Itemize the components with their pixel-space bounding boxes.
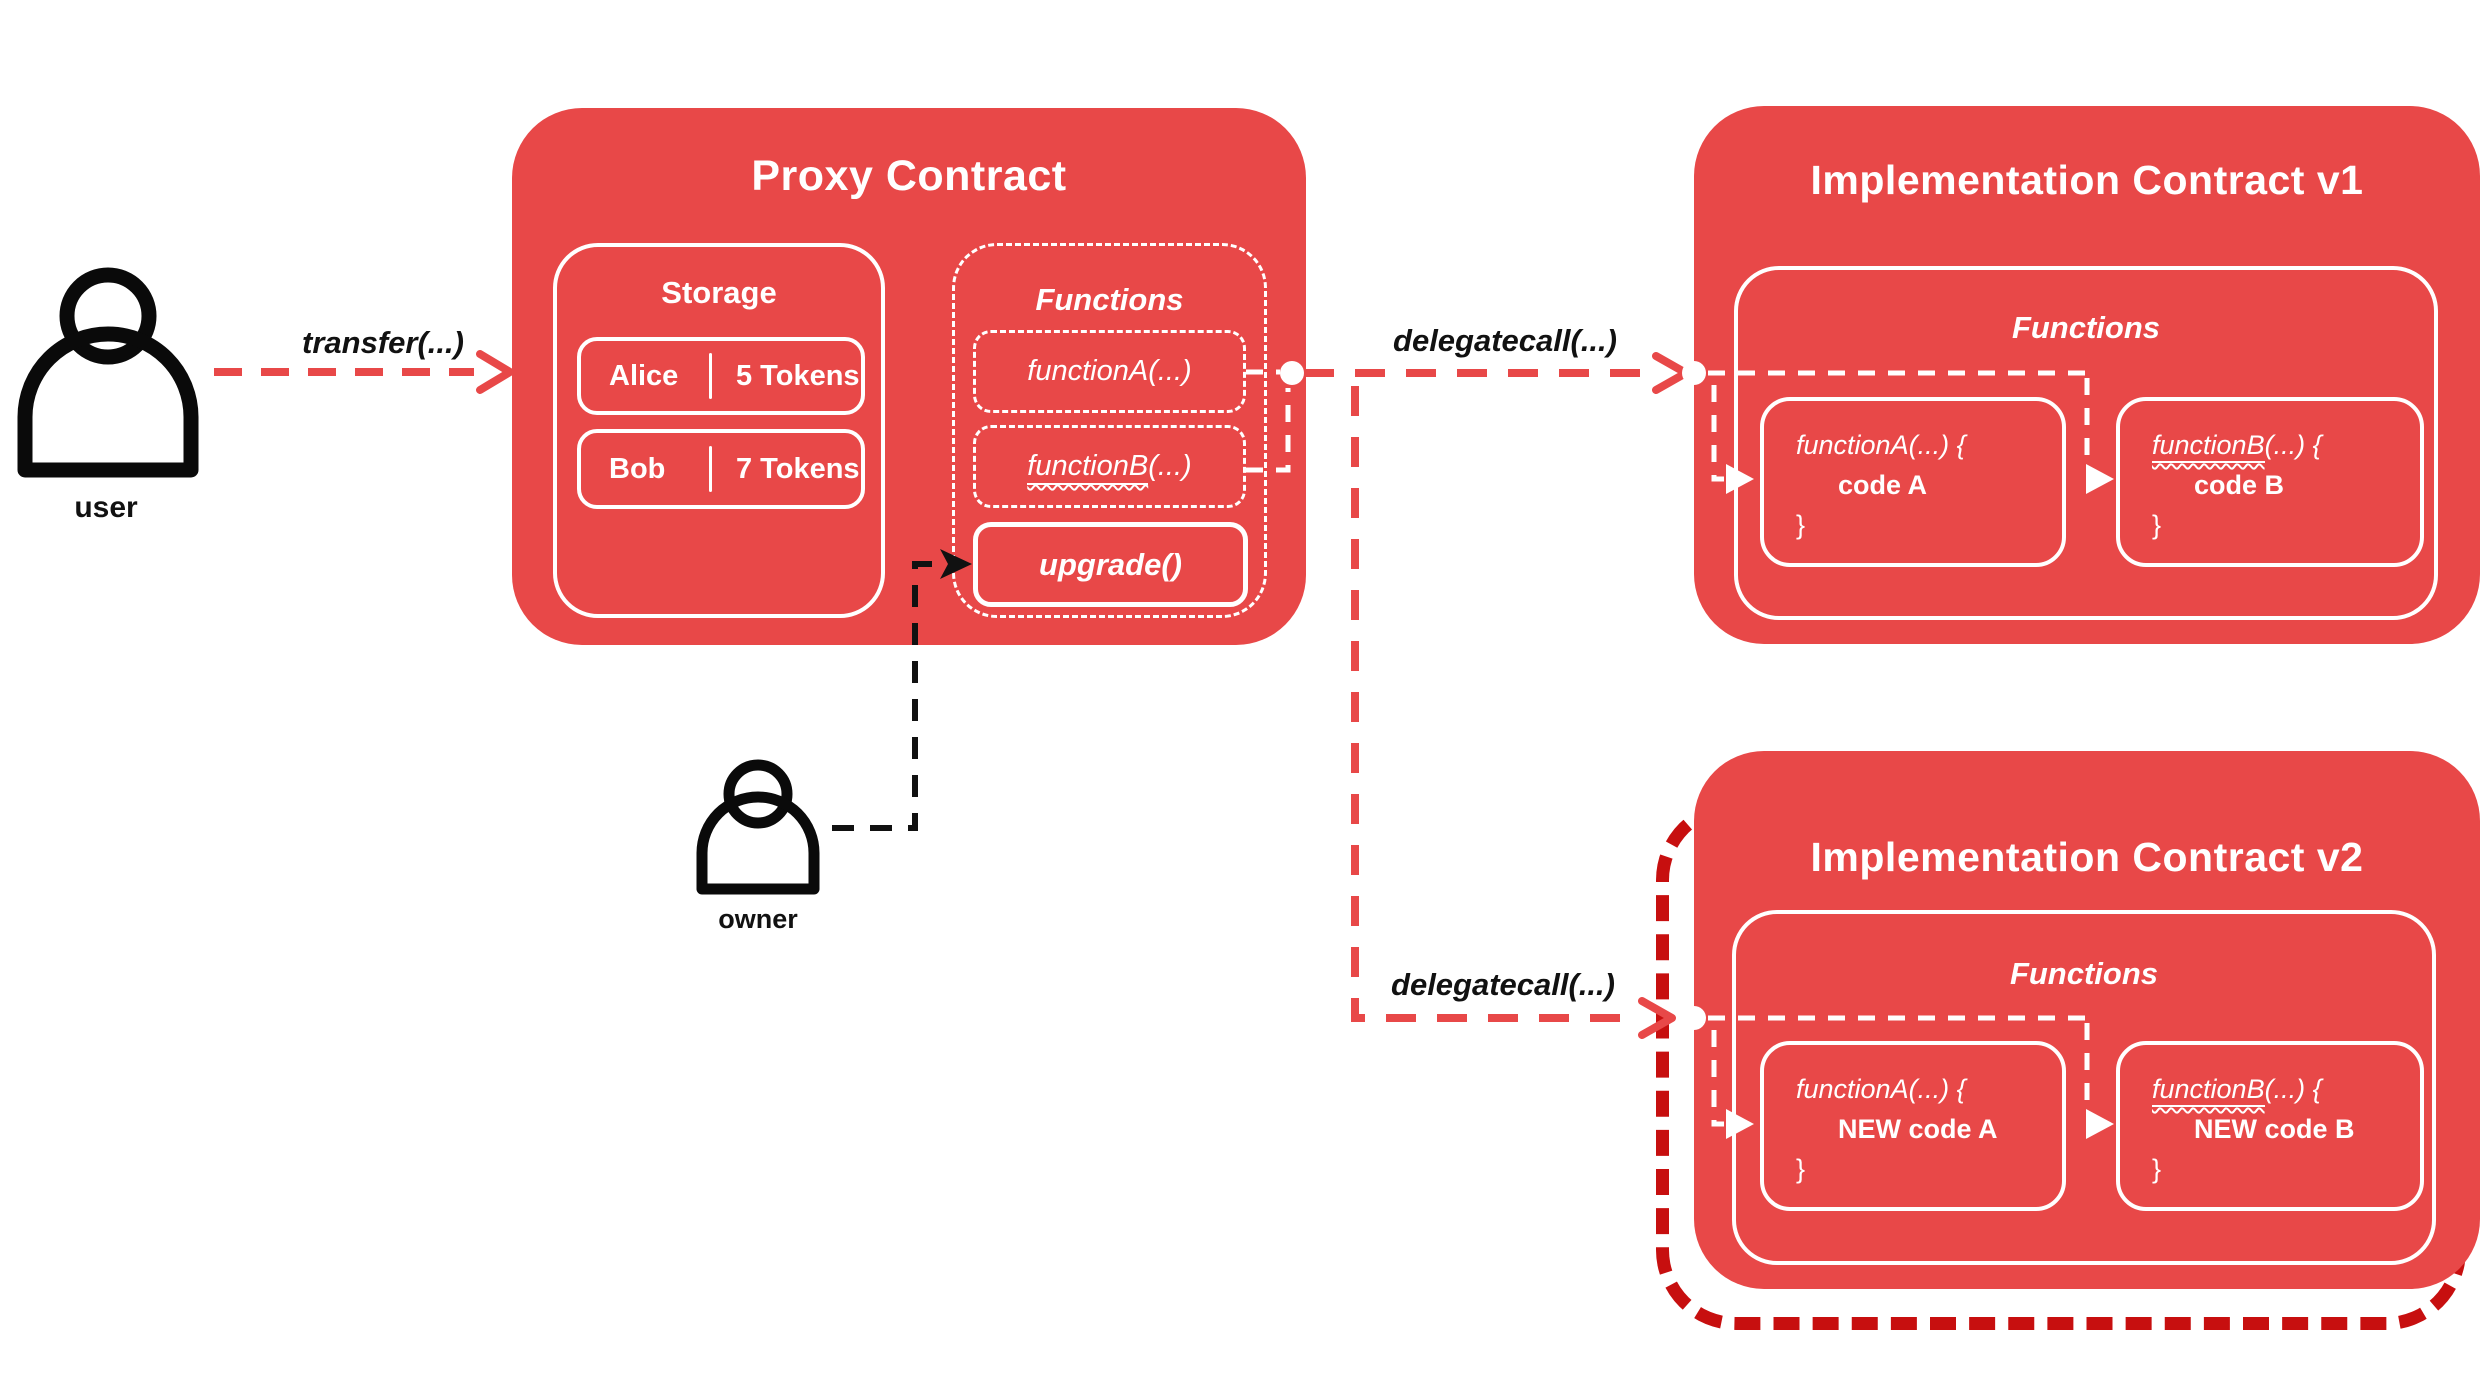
storage-row-value: 5 Tokens [736, 359, 860, 392]
transfer-label: transfer(...) [302, 325, 464, 360]
function-b-name: functionB [1027, 450, 1149, 485]
proxy-functions-title: Functions [1035, 282, 1184, 317]
function-closing-brace: } [2152, 1154, 2162, 1184]
impl-v2-box: Implementation Contract v2 Functions fun… [1694, 751, 2480, 1289]
storage-title: Storage [661, 275, 777, 310]
impl-v2-functions-box: Functions functionA(...) { NEW code A } … [1732, 910, 2436, 1265]
proxy-functions-box: Functions functionA(...) functionB(...) … [952, 243, 1267, 618]
storage-row-divider [709, 353, 712, 399]
delegatecall-v2-line [1351, 386, 1632, 1022]
impl-v2-function-b: functionB(...) { NEW code B } [2116, 1041, 2424, 1211]
function-closing-brace: } [1796, 510, 1806, 540]
function-signature: functionB(...) { [2152, 427, 2420, 463]
delegatecall-v2-label: delegatecall(...) [1391, 967, 1615, 1002]
proxy-function-b: functionB(...) [973, 425, 1246, 508]
function-b-name: functionB [2152, 1074, 2265, 1107]
function-body: code A [1838, 470, 1928, 500]
impl-v1-functions-title: Functions [2011, 310, 2161, 345]
function-body: code B [2194, 470, 2285, 500]
impl-v2-function-a: functionA(...) { NEW code A } [1760, 1041, 2066, 1211]
function-b-name: functionB [2152, 430, 2265, 463]
function-body: NEW code B [2194, 1114, 2355, 1144]
impl-v2-functions-title: Functions [2009, 956, 2159, 991]
impl-v1-box: Implementation Contract v1 Functions fun… [1694, 106, 2480, 644]
function-body: NEW code A [1838, 1114, 1998, 1144]
proxy-contract-box: Proxy Contract Storage Alice 5 Tokens Bo… [512, 108, 1306, 645]
function-closing-brace: } [2152, 510, 2162, 540]
storage-row-name: Bob [609, 452, 666, 485]
storage-row-alice: Alice 5 Tokens [577, 337, 865, 415]
impl-v1-functions-box: Functions functionA(...) { code A } func… [1734, 266, 2438, 620]
delegatecall-v1-label: delegatecall(...) [1393, 323, 1617, 358]
proxy-function-a: functionA(...) [973, 330, 1246, 413]
impl-v2-title: Implementation Contract v2 [1810, 833, 2364, 880]
storage-row-divider [709, 446, 712, 492]
user-icon [17, 267, 199, 478]
storage-row-value: 7 Tokens [736, 452, 860, 485]
impl-v1-function-a: functionA(...) { code A } [1760, 397, 2066, 567]
function-signature: functionB(...) { [2152, 1071, 2420, 1107]
impl-v1-title: Implementation Contract v1 [1810, 156, 2364, 203]
proxy-contract-title: Proxy Contract [751, 151, 1067, 200]
storage-box: Storage Alice 5 Tokens Bob 7 Tokens [553, 243, 885, 618]
function-signature: functionA(...) { [1796, 1074, 1966, 1104]
proxy-upgrade-button: upgrade() [973, 522, 1248, 607]
storage-row-name: Alice [609, 359, 679, 392]
owner-icon [696, 759, 820, 895]
function-signature: functionA(...) { [1796, 430, 1966, 460]
storage-row-bob: Bob 7 Tokens [577, 429, 865, 509]
function-closing-brace: } [1796, 1154, 1806, 1184]
owner-label: owner [718, 903, 798, 934]
impl-v1-function-b: functionB(...) { code B } [2116, 397, 2424, 567]
user-label: user [74, 491, 138, 524]
